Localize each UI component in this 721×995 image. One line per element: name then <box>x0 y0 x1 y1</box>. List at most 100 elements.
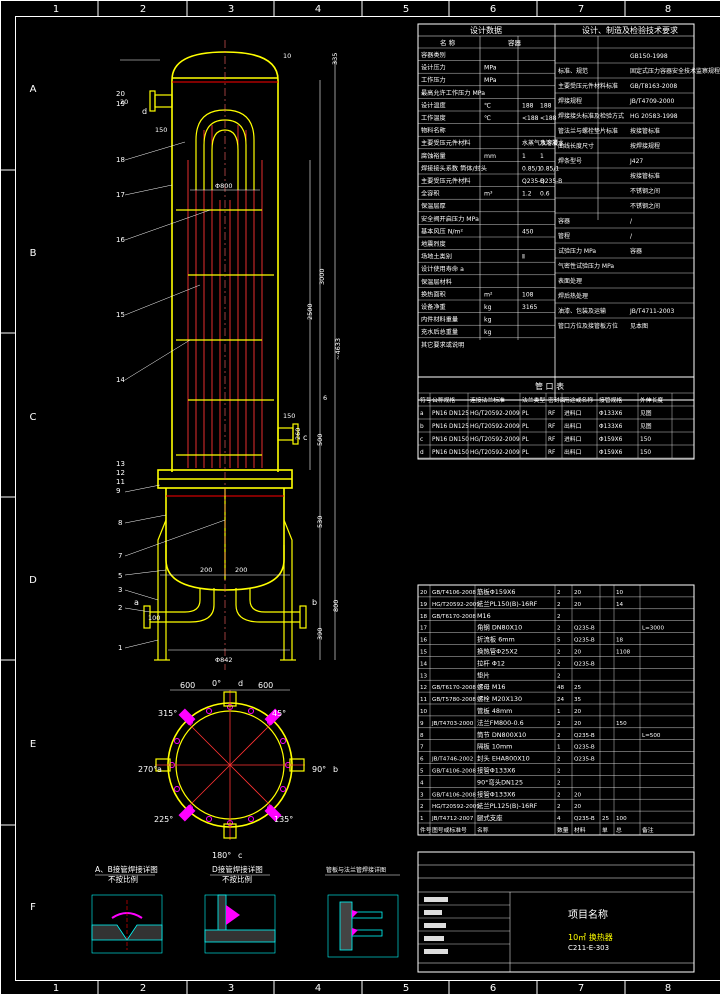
design-right-value: 固定式压力容器安全技术监察规程 <box>630 67 720 75</box>
support-legs <box>154 519 296 661</box>
grid-col-ticks <box>0 0 626 995</box>
parts-cell: 管板 48mm <box>477 706 512 715</box>
design-row-label: 工作压力 <box>421 76 446 84</box>
nozzle-cell: PL <box>522 450 529 456</box>
parts-cell: 8 <box>420 733 424 739</box>
design-right-label: 试验压力 MPa <box>558 247 596 255</box>
parts-cell: GB/T4106-2008 <box>432 590 476 596</box>
parts-cell: JB/T4703-2000 <box>431 721 474 727</box>
parts-cell: Q235-B <box>574 626 595 632</box>
design-row-label: 安全阀开启压力 MPa <box>421 215 479 223</box>
parts-cell: 13 <box>420 673 428 679</box>
svg-text:5: 5 <box>403 4 409 15</box>
design-right-value: 见本图 <box>630 322 648 330</box>
svg-text:b: b <box>312 598 317 607</box>
nozzle-c-elev <box>277 423 299 445</box>
parts-cell: 19 <box>420 602 428 608</box>
nozzle-cell: PN16 DN125 <box>432 411 469 417</box>
parts-cell: JB/T4746-2002 <box>431 757 473 763</box>
design-row-label: 焊接接头系数 筒体/封头 <box>421 164 487 172</box>
design-right-value: 不锈钢之间 <box>630 187 660 195</box>
svg-text:600: 600 <box>258 681 273 690</box>
design-right-value: HG 20583-1998 <box>630 113 678 120</box>
nozzle-header-cell: 法兰类型 <box>522 396 545 404</box>
design-right-value: 按接管标准 <box>630 127 660 135</box>
parts-header-cell: 备注 <box>642 826 654 834</box>
svg-text:6: 6 <box>490 983 496 994</box>
leader-numbers: 1 2 3 5 7 8 13 12 11 9 14 15 16 17 18 20… <box>116 90 125 652</box>
title-block: 项目名称 10㎡ 换热器 C211-E-303 <box>417 851 695 973</box>
parts-cell: 2 <box>557 614 561 620</box>
svg-text:名 称: 名 称 <box>440 38 456 47</box>
parts-cell: 7 <box>420 745 424 751</box>
head-red-seam <box>166 81 284 497</box>
parts-cell: 20 <box>574 590 582 596</box>
svg-text:Φ842: Φ842 <box>215 656 233 664</box>
design-row-unit: m² <box>484 291 493 298</box>
design-right-value: J427 <box>629 158 643 165</box>
design-row-value: Ⅱ <box>522 254 525 261</box>
svg-text:45°: 45° <box>272 709 286 718</box>
design-row-value: 0.6 <box>540 191 550 198</box>
svg-text:D: D <box>29 575 37 586</box>
design-right-value: 不锈钢之间 <box>630 202 660 210</box>
plan-legs <box>178 708 282 822</box>
svg-text:10: 10 <box>283 52 291 60</box>
design-right-label: 管法兰与螺栓垫片标准 <box>558 127 618 135</box>
svg-text:335: 335 <box>331 53 339 65</box>
parts-cell: 2 <box>557 733 561 739</box>
design-row-label: 物料名称 <box>421 127 446 135</box>
parts-cell: 筒节 DN800X10 <box>477 730 526 739</box>
plan-axes <box>155 690 305 840</box>
parts-cell: 筋板Φ159X6 <box>477 587 515 596</box>
design-row-value: Q235-B <box>540 178 562 185</box>
parts-cell: GB/T4106-2008 <box>432 792 476 798</box>
svg-text:9: 9 <box>116 487 120 495</box>
nozzle-cell: PN16 DN150 <box>432 437 469 443</box>
svg-text:150: 150 <box>283 412 295 420</box>
parts-cell: 封头 EHA800X10 <box>477 754 530 763</box>
parts-cell: 10 <box>616 590 624 596</box>
parts-cell: 3 <box>420 792 424 798</box>
parts-cell: GB/T4106-2008 <box>432 769 476 775</box>
svg-text:A: A <box>30 84 37 95</box>
nozzle-header-cell: 连接法兰标准 <box>470 396 505 404</box>
parts-cell: Q235-B <box>574 816 595 822</box>
design-row-label: 设计压力 <box>421 64 446 72</box>
svg-text:B: B <box>30 248 37 259</box>
nozzle-cell: 出料口 <box>564 422 582 430</box>
nozzle-d-elev <box>149 90 173 112</box>
design-right-label: 标准、规范 <box>558 67 588 75</box>
parts-cell: 20 <box>574 804 582 810</box>
parts-cell: 2 <box>557 804 561 810</box>
parts-cell: 法兰PL125(B)-16RF <box>477 801 538 810</box>
parts-cell: 20 <box>420 590 428 596</box>
design-row-value: 1 <box>540 153 544 160</box>
svg-text:90°: 90° <box>312 765 326 774</box>
nozzle-cell: 见图 <box>640 422 652 430</box>
design-table-grid <box>418 47 694 338</box>
grid-row-labels: AB CD EF <box>29 84 37 913</box>
design-right-label: 容器 <box>558 217 570 225</box>
parts-cell: Q235-B <box>574 638 595 644</box>
design-right-label: 焊接规程 <box>558 97 582 105</box>
svg-text:不按比例: 不按比例 <box>108 874 138 884</box>
svg-text:A、B接管焊接详图: A、B接管焊接详图 <box>95 864 158 874</box>
svg-text:1: 1 <box>53 4 59 15</box>
parts-cell: HG/T20592-2009 <box>432 602 480 608</box>
svg-text:13: 13 <box>116 460 125 468</box>
parts-cell: 17 <box>420 626 428 632</box>
nozzle-cell: RF <box>548 437 555 443</box>
svg-text:8: 8 <box>665 4 671 15</box>
svg-text:d: d <box>142 107 147 116</box>
parts-cell: 2 <box>557 757 561 763</box>
parts-cell: 100 <box>616 816 627 822</box>
svg-text:4: 4 <box>315 4 321 15</box>
leader-lines <box>124 141 226 649</box>
parts-cell: 25 <box>602 816 610 822</box>
parts-cell: 2 <box>557 780 561 786</box>
nozzle-header-cell: 符号 <box>420 396 432 404</box>
nozzles-ab-elev <box>143 588 307 629</box>
